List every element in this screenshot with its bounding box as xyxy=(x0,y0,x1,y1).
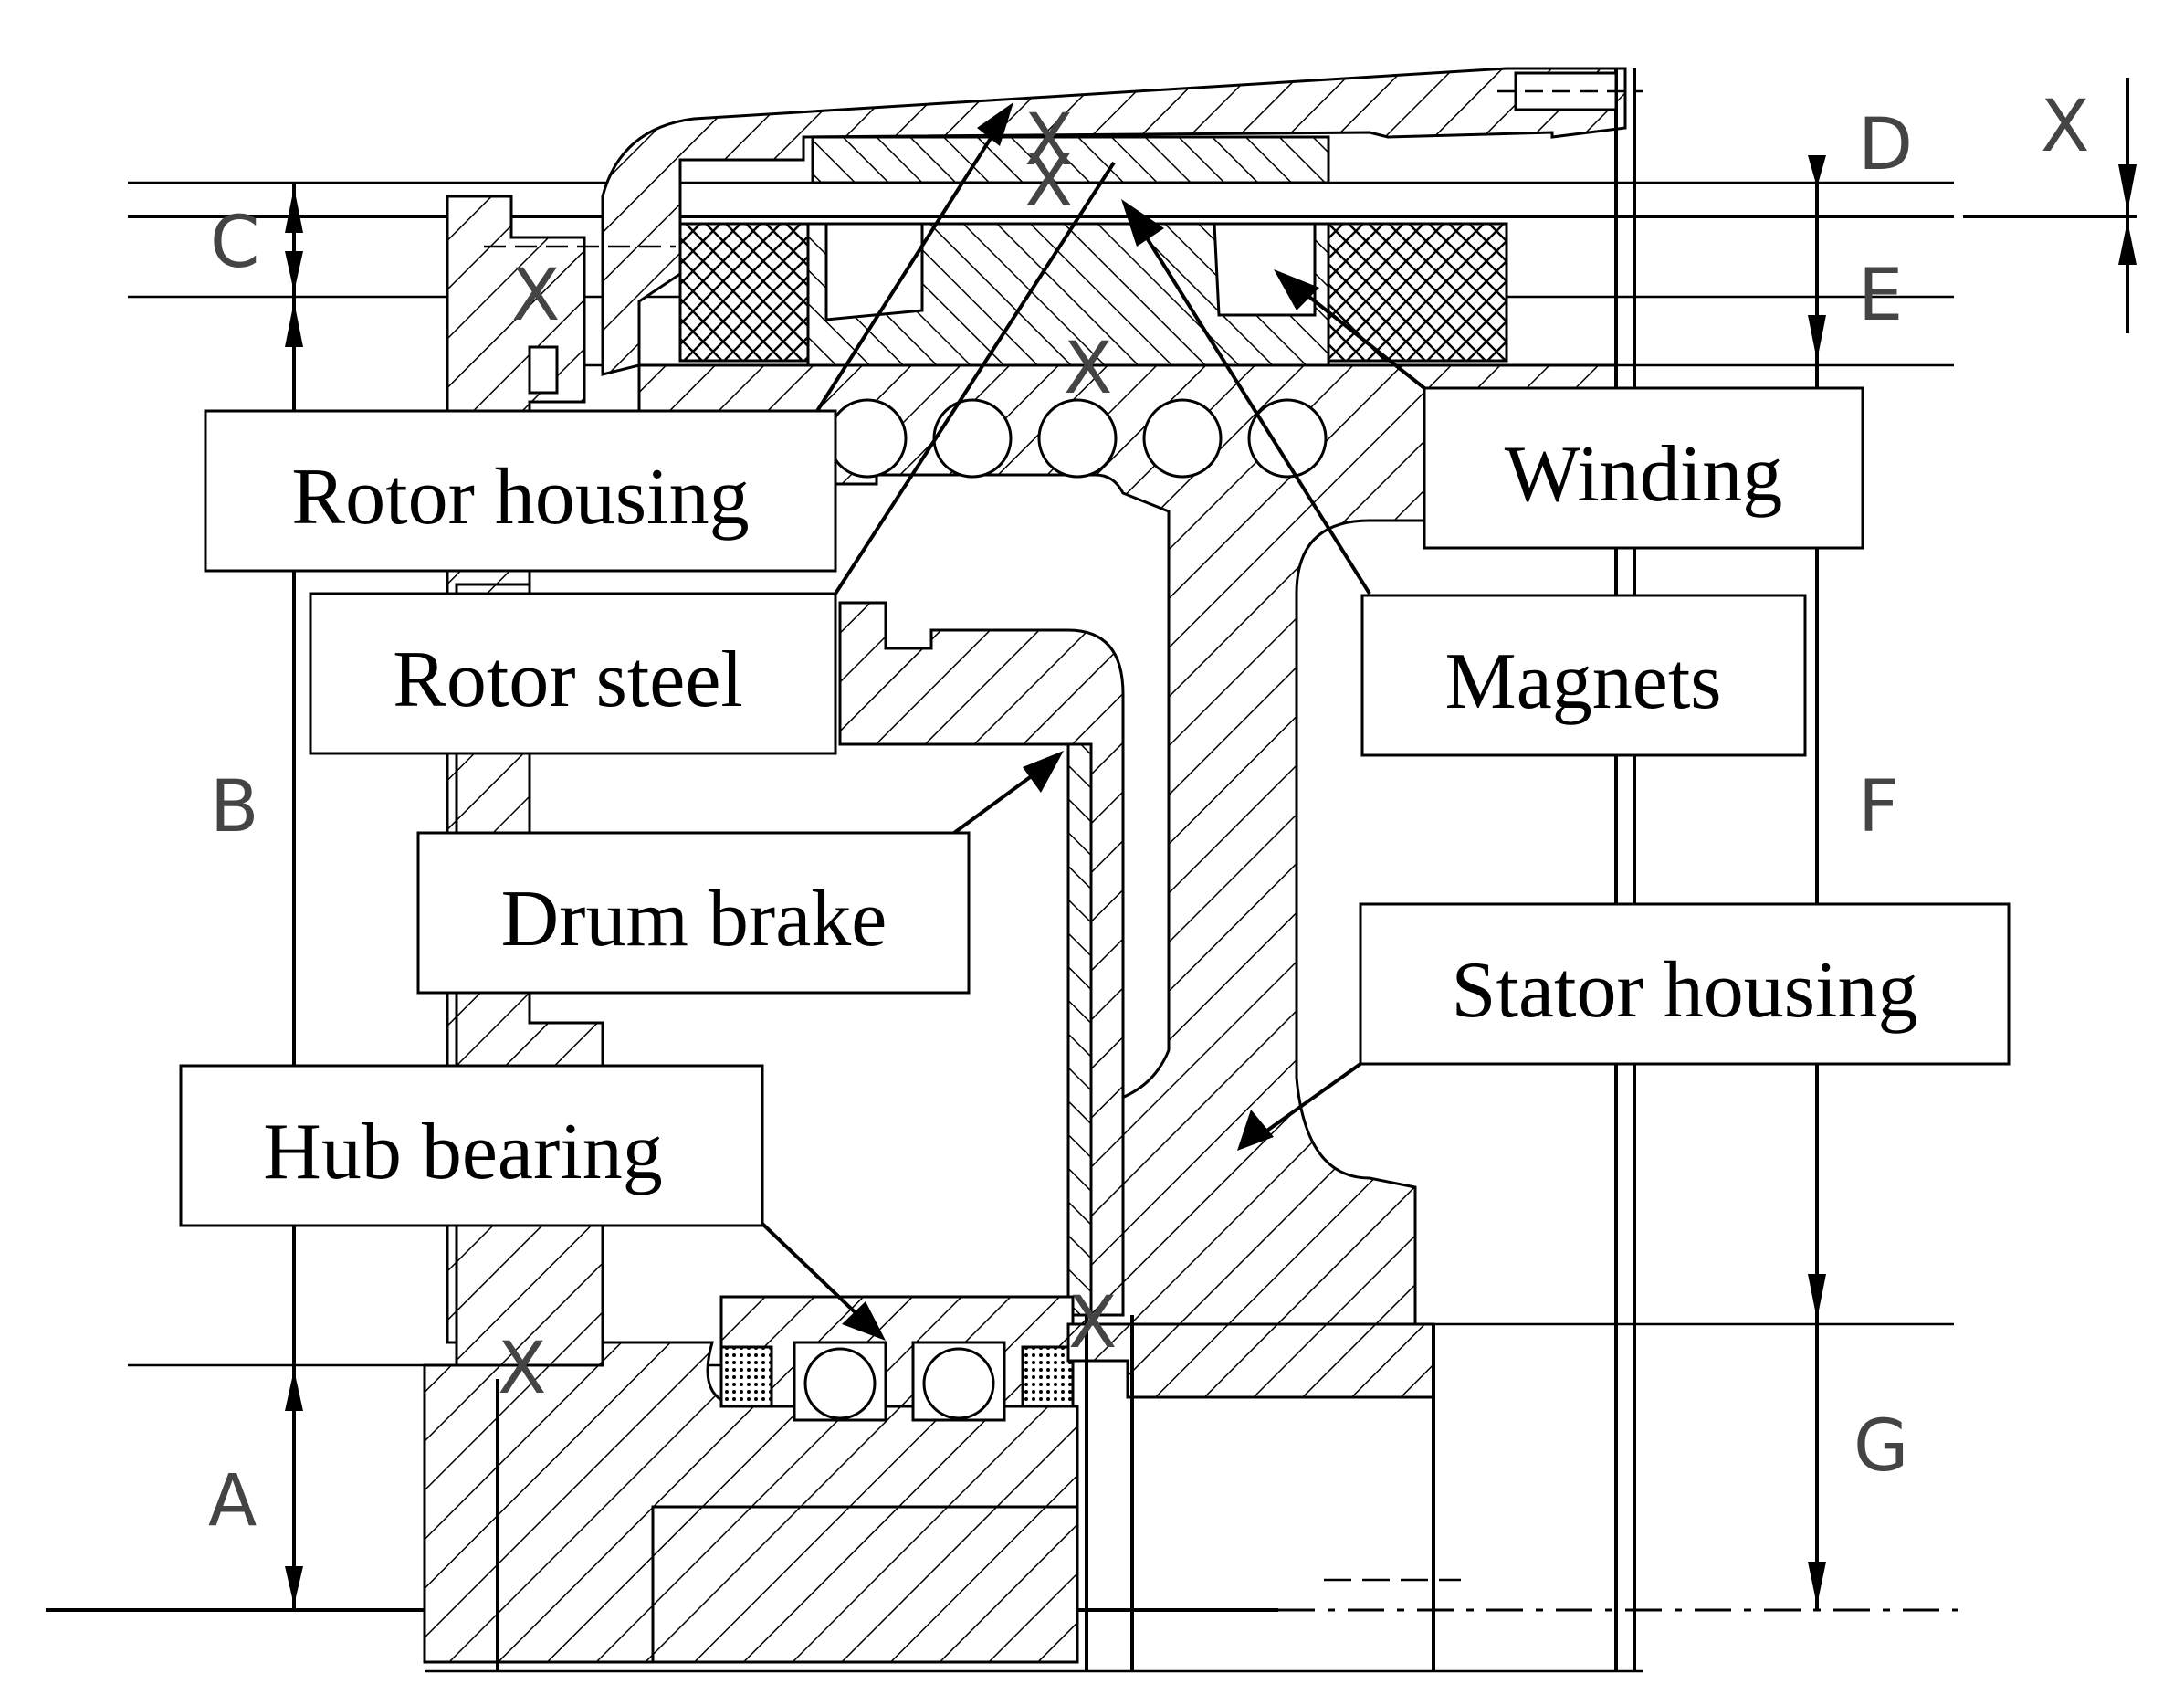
leader-rotor-housing xyxy=(815,108,1011,413)
left-dimensions: C B A xyxy=(208,183,303,1610)
callout-label-drum-brake: Drum brake xyxy=(501,875,887,963)
drum-brake xyxy=(838,601,1125,1317)
leader-lines xyxy=(761,102,1426,1341)
dimension-label-c: C xyxy=(210,202,259,284)
leader-rotor-steel xyxy=(834,161,1116,595)
leader-magnets xyxy=(1130,213,1371,595)
weld-mark: X xyxy=(498,1328,546,1410)
callout-drum-brake: Drum brake xyxy=(416,831,971,995)
leader-winding xyxy=(1290,281,1426,390)
dimension-label-b: B xyxy=(210,766,259,848)
leader-hub-bearing xyxy=(761,1222,869,1326)
hub-lower xyxy=(651,1505,1079,1664)
callout-label-rotor-steel: Rotor steel xyxy=(393,636,743,724)
brake-lining xyxy=(1066,742,1093,1317)
leader-stator-housing xyxy=(1263,1062,1362,1134)
seal-right xyxy=(1021,1345,1075,1408)
seal-left xyxy=(719,1345,773,1408)
callout-label-stator-housing: Stator housing xyxy=(1452,946,1918,1035)
callout-label-hub-bearing: Hub bearing xyxy=(263,1108,662,1196)
dimension-label-a: A xyxy=(208,1460,257,1542)
callout-label-winding: Winding xyxy=(1505,430,1782,519)
callout-magnets: Magnets xyxy=(1360,594,1807,757)
callout-winding: Winding xyxy=(1423,386,1864,550)
cooling-channels xyxy=(827,398,1328,479)
dimension-label-d: D xyxy=(1858,104,1913,186)
callout-rotor-steel: Rotor steel xyxy=(309,592,837,755)
rotor-steel-ring xyxy=(811,135,1330,184)
stator-flange-bottom xyxy=(1066,1322,1435,1399)
dimension-label-x: X xyxy=(2041,86,2089,168)
callout-stator-housing: Stator housing xyxy=(1359,902,2011,1066)
left-bolt xyxy=(528,345,559,395)
weld-mark: X xyxy=(511,255,560,337)
dimension-label-f: F xyxy=(1858,766,1899,848)
winding-right xyxy=(1327,222,1508,363)
callout-label-magnets: Magnets xyxy=(1444,637,1721,726)
dimension-label-g: G xyxy=(1853,1405,1908,1488)
weld-mark: X xyxy=(1024,100,1073,182)
weld-mark: X xyxy=(1024,141,1073,223)
weld-mark: X xyxy=(1068,1282,1117,1364)
callout-label-rotor-housing: Rotor housing xyxy=(291,453,749,542)
hub-bearing-balls xyxy=(793,1341,1006,1422)
callout-rotor-housing: Rotor housing xyxy=(204,409,837,573)
dimension-label-e: E xyxy=(1858,255,1903,337)
magnet-slot-left xyxy=(824,222,924,321)
bearing-housing xyxy=(719,1295,1075,1408)
right-dimensions: D E F G X xyxy=(1808,78,2137,1610)
winding-left xyxy=(678,222,810,363)
weld-mark: X xyxy=(1064,328,1112,410)
callout-hub-bearing: Hub bearing xyxy=(179,1064,764,1227)
weld-marks: X X X X X X xyxy=(498,100,1117,1410)
